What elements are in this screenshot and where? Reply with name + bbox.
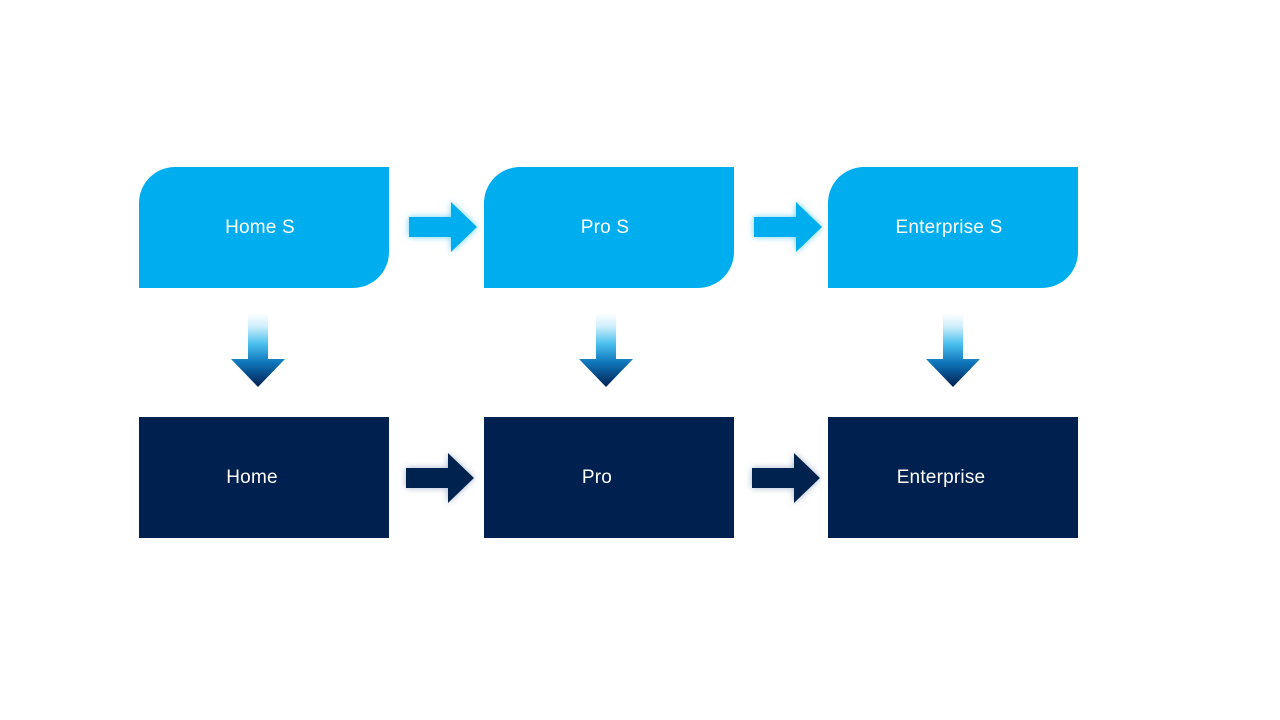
- node-pro[interactable]: Pro: [484, 417, 734, 538]
- arrow-home-s-to-pro-s: [405, 195, 481, 259]
- arrow-right-icon: [754, 202, 822, 252]
- arrow-enterprise-s-to-enterprise: [920, 307, 986, 391]
- arrow-right-icon: [752, 453, 820, 503]
- arrow-home-s-to-home: [225, 307, 291, 391]
- arrow-right-icon: [409, 202, 477, 252]
- arrow-pro-s-to-pro: [573, 307, 639, 391]
- arrow-pro-to-enterprise: [748, 446, 824, 510]
- node-enterprise[interactable]: Enterprise: [828, 417, 1078, 538]
- node-pro-label: Pro: [581, 467, 613, 488]
- node-enterprise-s[interactable]: Enterprise S: [828, 167, 1078, 288]
- node-enterprise-s-label: Enterprise S: [895, 217, 1003, 238]
- arrow-pro-s-to-enterprise-s: [750, 195, 826, 259]
- node-home-s-label: Home S: [225, 217, 295, 238]
- node-home-label: Home: [226, 467, 278, 488]
- arrow-down-icon: [231, 313, 285, 387]
- node-home[interactable]: Home: [139, 417, 389, 538]
- node-home-s[interactable]: Home S: [139, 167, 389, 288]
- arrow-down-icon: [579, 313, 633, 387]
- node-enterprise-label: Enterprise: [896, 467, 986, 488]
- arrow-home-to-pro: [402, 446, 478, 510]
- node-pro-s-label: Pro S: [580, 217, 630, 238]
- arrow-right-icon: [406, 453, 474, 503]
- arrow-down-icon: [926, 313, 980, 387]
- node-pro-s[interactable]: Pro S: [484, 167, 734, 288]
